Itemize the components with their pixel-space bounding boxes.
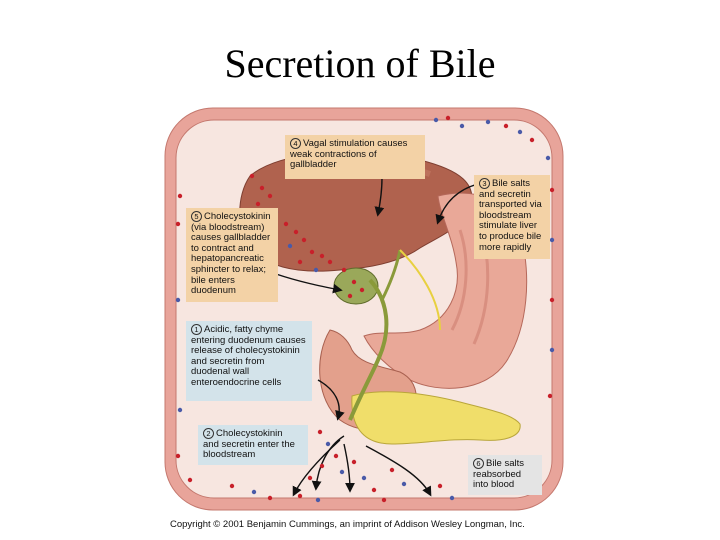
pancreas bbox=[351, 391, 521, 445]
bile-salt-dot bbox=[549, 237, 555, 243]
hormone-dot bbox=[351, 279, 357, 285]
hormone-dot bbox=[255, 201, 261, 207]
hormone-dot bbox=[249, 173, 255, 179]
bile-salt-dot bbox=[287, 243, 293, 249]
hepatic-duct bbox=[380, 249, 402, 301]
hormone-dot bbox=[175, 453, 181, 459]
step-number-1: 1 bbox=[191, 324, 202, 335]
step-number-5: 5 bbox=[191, 211, 202, 222]
hormone-dots bbox=[175, 115, 555, 503]
arrow-duodenal-wall bbox=[317, 379, 345, 421]
hormone-dot bbox=[381, 497, 387, 503]
bile-salt-dot bbox=[339, 469, 345, 475]
page-title: Secretion of Bile bbox=[224, 41, 496, 86]
callout-text-1: Acidic, fatty chyme entering duodenum ca… bbox=[191, 324, 306, 388]
bile-salt-dot bbox=[549, 347, 555, 353]
bile-salt-dot bbox=[517, 129, 523, 135]
bile-salt-dot bbox=[315, 497, 321, 503]
hormone-dot bbox=[317, 429, 323, 435]
hormone-dot bbox=[307, 475, 313, 481]
bile-salt-dot bbox=[361, 475, 367, 481]
arrow-reabsorbed bbox=[365, 445, 432, 497]
callout-text-4: Vagal stimulation causes weak contractio… bbox=[290, 138, 408, 171]
bile-salt-dot bbox=[325, 441, 331, 447]
arrow-bloodstream-3 bbox=[311, 435, 345, 491]
hormone-dot bbox=[347, 293, 353, 299]
hormone-dot bbox=[283, 221, 289, 227]
bile-salt-dot bbox=[313, 267, 319, 273]
bile-salt-dot bbox=[433, 117, 439, 123]
copyright-notice: Copyright © 2001 Benjamin Cummings, an i… bbox=[170, 519, 525, 530]
hormone-dot bbox=[359, 287, 365, 293]
arrow-vagal bbox=[374, 177, 385, 217]
hormone-dot bbox=[301, 237, 307, 243]
step-number-4: 4 bbox=[290, 138, 301, 149]
bile-salt-dot bbox=[545, 155, 551, 161]
bile-salt-dot bbox=[177, 407, 183, 413]
stomach-folds bbox=[450, 229, 468, 331]
hormone-dot bbox=[389, 467, 395, 473]
hormone-dot bbox=[437, 483, 443, 489]
hormone-dot bbox=[371, 487, 377, 493]
arrow-bloodstream-1 bbox=[292, 439, 341, 497]
callout-text-2: Cholecystokinin and secretin enter the b… bbox=[203, 428, 295, 461]
hormone-dot bbox=[549, 187, 555, 193]
hormone-dot bbox=[309, 249, 315, 255]
hormone-dot bbox=[547, 393, 553, 399]
gallbladder bbox=[333, 267, 379, 305]
step-number-2: 2 bbox=[203, 428, 214, 439]
step-number-3: 3 bbox=[479, 178, 490, 189]
hormone-dot bbox=[341, 267, 347, 273]
callout-text-3: Bile salts and secretin transported via … bbox=[479, 178, 542, 253]
bile-salt-dot bbox=[485, 119, 491, 125]
bile-salt-dot bbox=[401, 481, 407, 487]
hormone-dot bbox=[259, 185, 265, 191]
hormone-dot bbox=[177, 193, 183, 199]
hormone-dot bbox=[293, 229, 299, 235]
hormone-dot bbox=[319, 463, 325, 469]
arrow-bloodstream-2 bbox=[343, 443, 355, 493]
bile-salt-dot bbox=[449, 495, 455, 501]
hormone-dot bbox=[267, 495, 273, 501]
hormone-dot bbox=[327, 259, 333, 265]
hormone-dot bbox=[187, 477, 193, 483]
hormone-dot bbox=[175, 221, 181, 227]
hormone-dot bbox=[351, 459, 357, 465]
bile-salt-dot bbox=[251, 489, 257, 495]
hormone-dot bbox=[333, 453, 339, 459]
hormone-dot bbox=[445, 115, 451, 121]
hormone-dot bbox=[319, 253, 325, 259]
hormone-dot bbox=[503, 123, 509, 129]
arrow-liver bbox=[435, 183, 479, 225]
arrow-gallbladder bbox=[275, 273, 343, 294]
callout-text-6: Bile salts reabsorbed into blood bbox=[473, 458, 525, 491]
callout-text-5: Cholecystokinin (via bloodstream) causes… bbox=[191, 211, 271, 297]
hormone-dot bbox=[297, 493, 303, 499]
bile-salt-dot bbox=[459, 123, 465, 129]
hormone-dot bbox=[529, 137, 535, 143]
hormone-dot bbox=[229, 483, 235, 489]
step-number-6: 6 bbox=[473, 458, 484, 469]
vagal-nerve bbox=[399, 249, 441, 331]
hormone-dot bbox=[549, 297, 555, 303]
bile-salt-dot bbox=[175, 297, 181, 303]
hormone-dot bbox=[267, 193, 273, 199]
hormone-dot bbox=[297, 259, 303, 265]
